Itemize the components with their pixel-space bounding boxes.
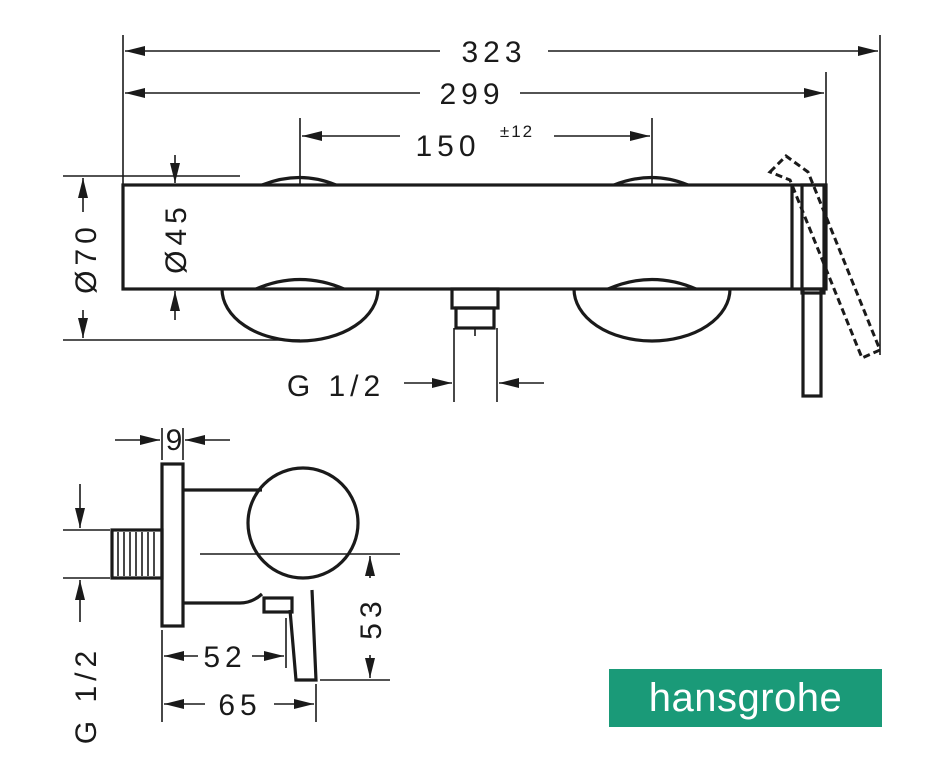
- wall-flange: [160, 462, 185, 628]
- logo-text: hansgrohe: [648, 675, 843, 720]
- side-lever: [288, 589, 318, 682]
- dimension-body-diameter: Ø45: [160, 155, 193, 320]
- dimension-outlet-thread: G 1/2: [287, 328, 544, 403]
- side-body: [183, 488, 264, 605]
- outlet-height-label: 53: [355, 596, 388, 639]
- overall-width-label: 323: [461, 36, 526, 69]
- handle-lever: [767, 154, 882, 398]
- flange-thickness-label: 9: [166, 424, 183, 457]
- depth-to-handle-label: 52: [203, 641, 246, 674]
- right-rosette: [572, 277, 732, 343]
- dimension-body-width: 299: [125, 78, 824, 111]
- inlet-thread: [110, 528, 164, 580]
- dimension-center-distance: 150 ±12: [302, 122, 650, 163]
- center-tolerance-label: ±12: [500, 122, 534, 141]
- rosette-diameter-label: Ø70: [70, 222, 103, 294]
- outlet-nipple: [450, 287, 500, 336]
- dimension-inlet-thread: G 1/2: [63, 484, 110, 744]
- dimension-flange-thickness: 9: [115, 424, 230, 460]
- dimension-overall-width: 323: [125, 36, 878, 69]
- handle-knob: [246, 466, 360, 580]
- body-width-label: 299: [439, 78, 504, 111]
- body-diameter-label: Ø45: [160, 202, 193, 274]
- mixer-body: [121, 183, 828, 291]
- side-view: 9 52 65 53 G 1: [63, 424, 400, 744]
- left-rosette: [220, 277, 380, 343]
- hansgrohe-logo: hansgrohe: [609, 669, 882, 727]
- dimension-depth-total: 65: [164, 684, 317, 722]
- depth-total-label: 65: [218, 689, 261, 722]
- dimension-outlet-height: 53: [320, 556, 390, 681]
- dimension-depth-to-handle: 52: [161, 618, 287, 722]
- outlet-thread-label: G 1/2: [287, 370, 385, 403]
- dimension-rosette-diameter: Ø70: [63, 175, 300, 341]
- top-view: 323 299 150 ±12: [63, 35, 882, 403]
- inlet-thread-label: G 1/2: [70, 646, 103, 744]
- center-distance-label: 150: [415, 130, 480, 163]
